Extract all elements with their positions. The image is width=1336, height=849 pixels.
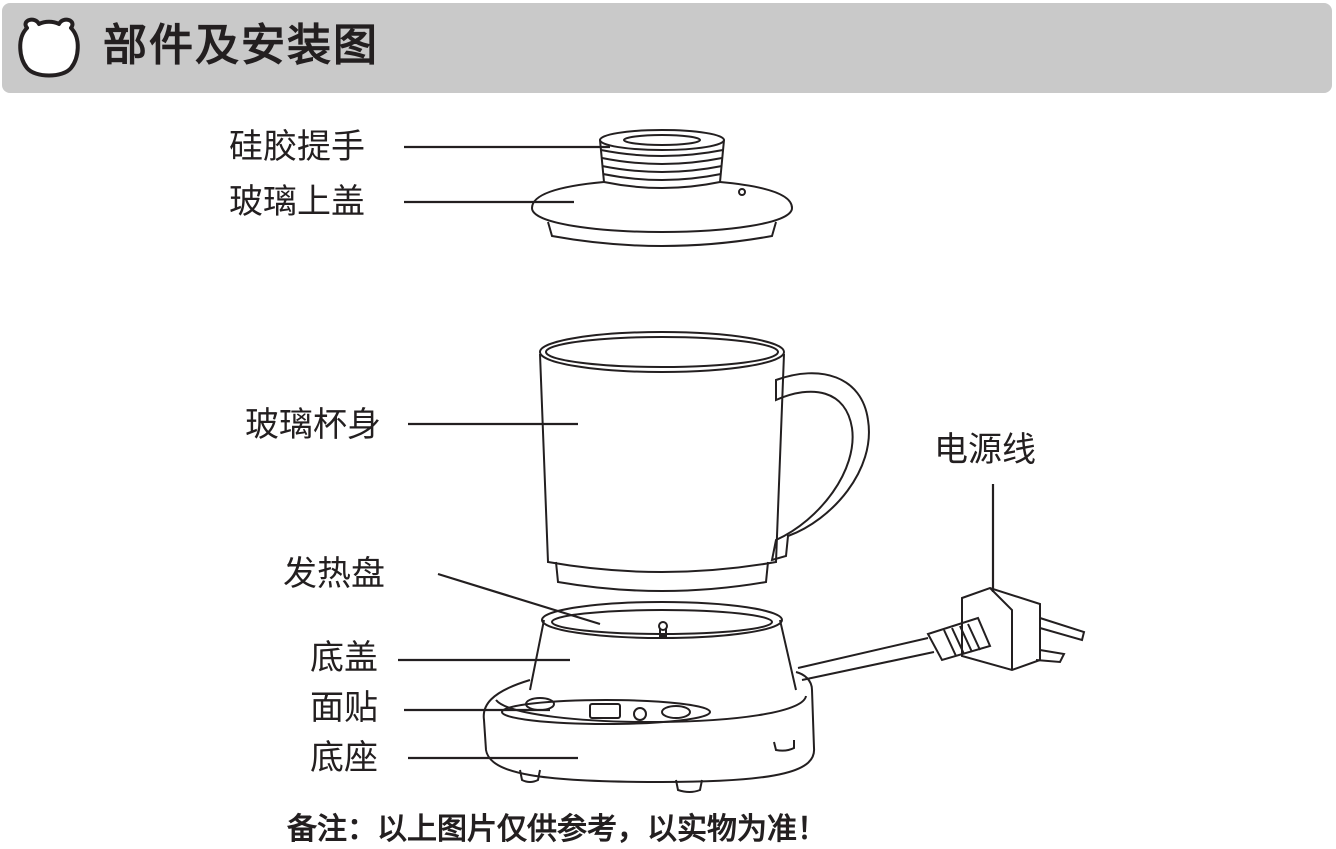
label-base-cover: 底盖	[310, 638, 378, 678]
heating-base-drawing	[482, 601, 816, 793]
label-silicone-handle: 硅胶提手	[229, 127, 365, 167]
label-power-cord: 电源线	[934, 430, 1036, 470]
label-panel-sticker: 面贴	[310, 688, 378, 728]
header-bar	[2, 3, 1332, 93]
power-cord-drawing	[797, 586, 1086, 681]
footer-note: 备注：以上图片仅供参考，以实物为准！	[287, 812, 827, 847]
bear-head-icon	[18, 17, 80, 78]
silicone-handle-drawing	[599, 129, 725, 189]
glass-cup-drawing	[539, 331, 870, 592]
page-title: 部件及安装图	[103, 20, 379, 71]
leader-lines	[398, 145, 995, 760]
label-glass-lid: 玻璃上盖	[229, 182, 365, 222]
label-glass-cup: 玻璃杯身	[245, 405, 381, 445]
glass-lid-drawing	[530, 181, 794, 247]
label-heating-plate: 发热盘	[283, 554, 385, 594]
label-base: 底座	[310, 738, 378, 778]
